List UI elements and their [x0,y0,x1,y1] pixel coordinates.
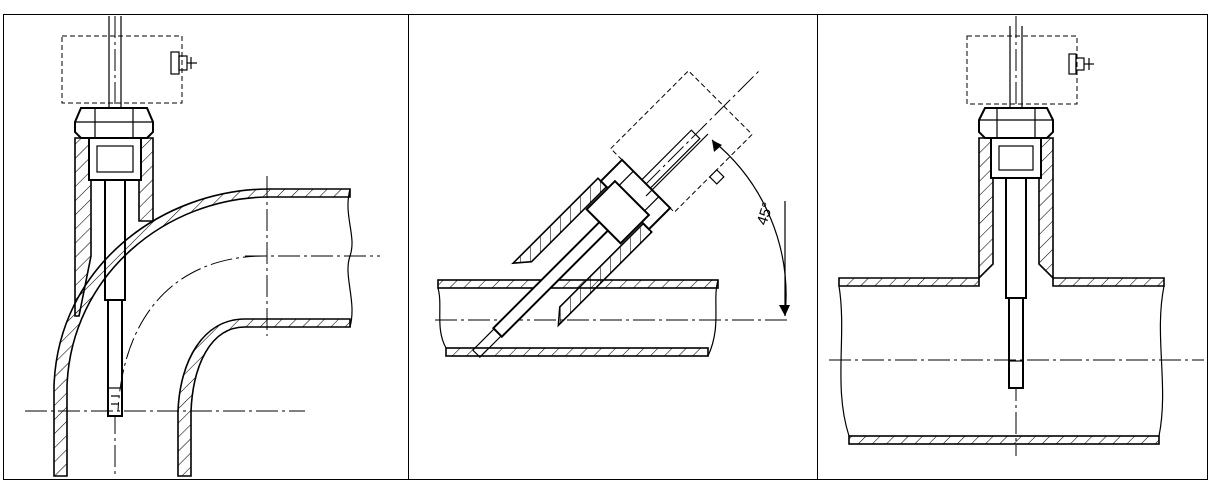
angled-installation-drawing: 45° [435,70,790,359]
break-line-left [838,285,850,437]
pipe-top-wall-right [1052,277,1165,287]
panel-elbow [5,16,407,478]
panel-angled: 45° [410,16,816,478]
cable-gland [1068,53,1094,75]
cable-gland [708,168,725,185]
sensor-probe [107,299,123,417]
sensor-probe [1008,297,1024,389]
panel-tee [819,16,1207,478]
pipe-bottom-wall [445,347,709,357]
junction-box-outline [610,70,753,213]
break-line-right [1158,285,1165,437]
cable-gland [170,51,197,75]
top-caption [0,0,1213,7]
elbow-centerline [117,255,266,412]
sensor-stem [1005,177,1027,299]
break-line [347,188,353,328]
hex-nut [978,107,1054,139]
probe-tip [471,328,502,359]
probe-tip [1008,360,1024,389]
hex-nut [74,107,154,139]
probe-tip [107,387,123,417]
panel-divider-2 [817,14,818,480]
angled-sensor-assembly [471,70,760,359]
pipe-top-wall [437,279,719,289]
dimension-line [645,133,709,197]
junction-box-outline [61,35,183,104]
elbow-installation-drawing [25,16,380,477]
sensor-seal [88,137,142,181]
panel-divider-1 [408,14,409,480]
boss-wall-left [978,137,994,280]
angle-arc [711,139,787,317]
elbow-inner-wall [177,318,351,477]
elbow-outer-wall [53,188,351,477]
tee-installation-drawing [829,16,1204,456]
sensor-stem [104,179,126,301]
pipe-top-wall-left [838,277,980,287]
drawing-frame [3,14,1208,480]
angle-label: 45° [754,200,777,227]
pipe-bottom-wall [848,435,1160,445]
